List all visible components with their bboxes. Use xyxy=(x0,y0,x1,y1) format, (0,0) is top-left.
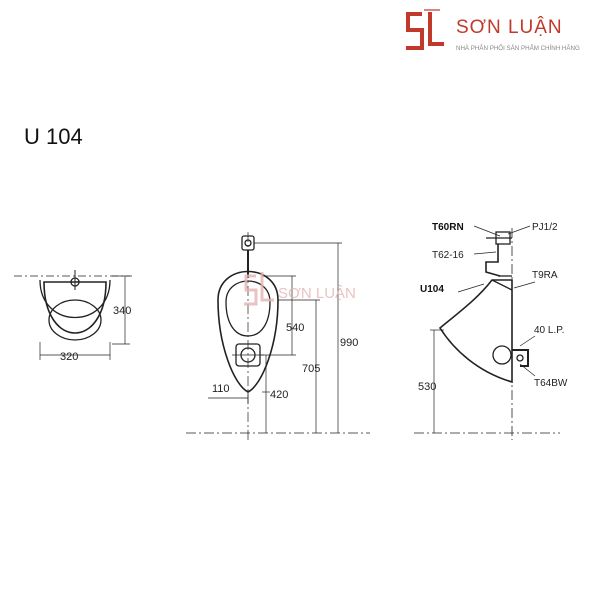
label-t60rn: T60RN xyxy=(432,222,464,233)
label-pj: PJ1/2 xyxy=(532,222,558,233)
side-dim-530: 530 xyxy=(418,381,436,393)
label-t62: T62-16 xyxy=(432,250,464,261)
front-dim-110: 110 xyxy=(212,383,230,395)
front-dim-705: 705 xyxy=(302,363,320,375)
brand-logo-icon xyxy=(406,9,444,50)
top-view xyxy=(14,270,132,360)
front-dim-540: 540 xyxy=(286,322,304,334)
model-title: U 104 xyxy=(24,124,83,149)
top-width-dim: 320 xyxy=(60,351,78,363)
label-t64bw: T64BW xyxy=(534,378,568,389)
front-dim-420: 420 xyxy=(270,389,288,401)
label-40lp: 40 L.P. xyxy=(534,325,564,336)
svg-text:SƠN LUẬN: SƠN LUẬN xyxy=(278,285,356,302)
top-depth-dim: 340 xyxy=(113,305,131,317)
front-view xyxy=(186,232,370,440)
front-dim-990: 990 xyxy=(340,337,358,349)
brand-tagline: NHÀ PHÂN PHỐI SẢN PHẨM CHÍNH HÃNG xyxy=(456,45,580,52)
brand-name: SƠN LUẬN xyxy=(456,17,563,38)
label-t9ra: T9RA xyxy=(532,270,558,281)
side-view xyxy=(414,225,560,440)
label-u104: U104 xyxy=(420,284,444,295)
watermark: SƠN LUẬN xyxy=(244,272,356,306)
